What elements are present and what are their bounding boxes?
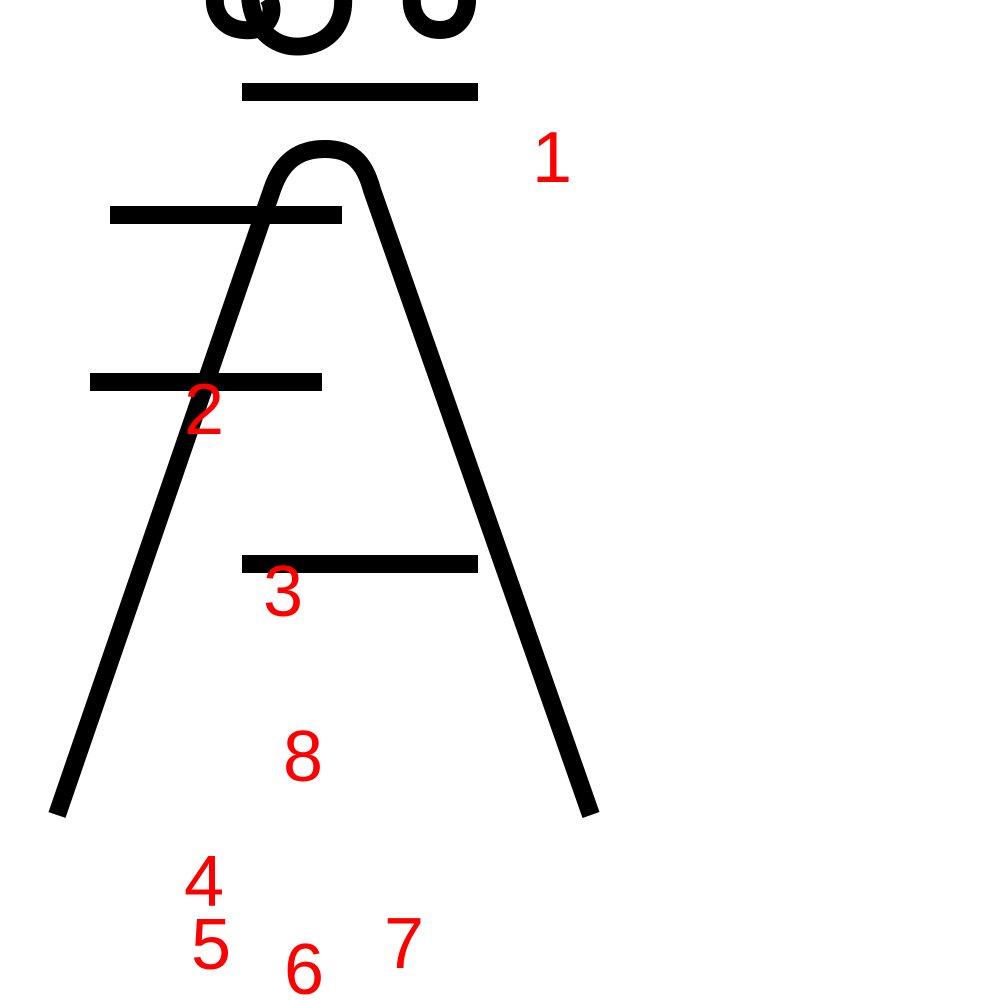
label-1: 1 — [532, 118, 572, 198]
arch-stroke — [48, 140, 600, 818]
number-labels: 1 2 3 8 4 5 6 7 — [184, 118, 572, 1000]
label-5: 5 — [191, 905, 231, 985]
top-middle-loop — [241, 0, 353, 56]
glyph-drawing — [48, 0, 600, 818]
label-6: 6 — [284, 930, 324, 1000]
label-8: 8 — [283, 717, 323, 797]
label-3: 3 — [263, 552, 303, 632]
label-7: 7 — [384, 904, 424, 984]
label-2: 2 — [184, 370, 224, 450]
top-right-loop — [402, 0, 476, 39]
label-4: 4 — [184, 842, 224, 922]
